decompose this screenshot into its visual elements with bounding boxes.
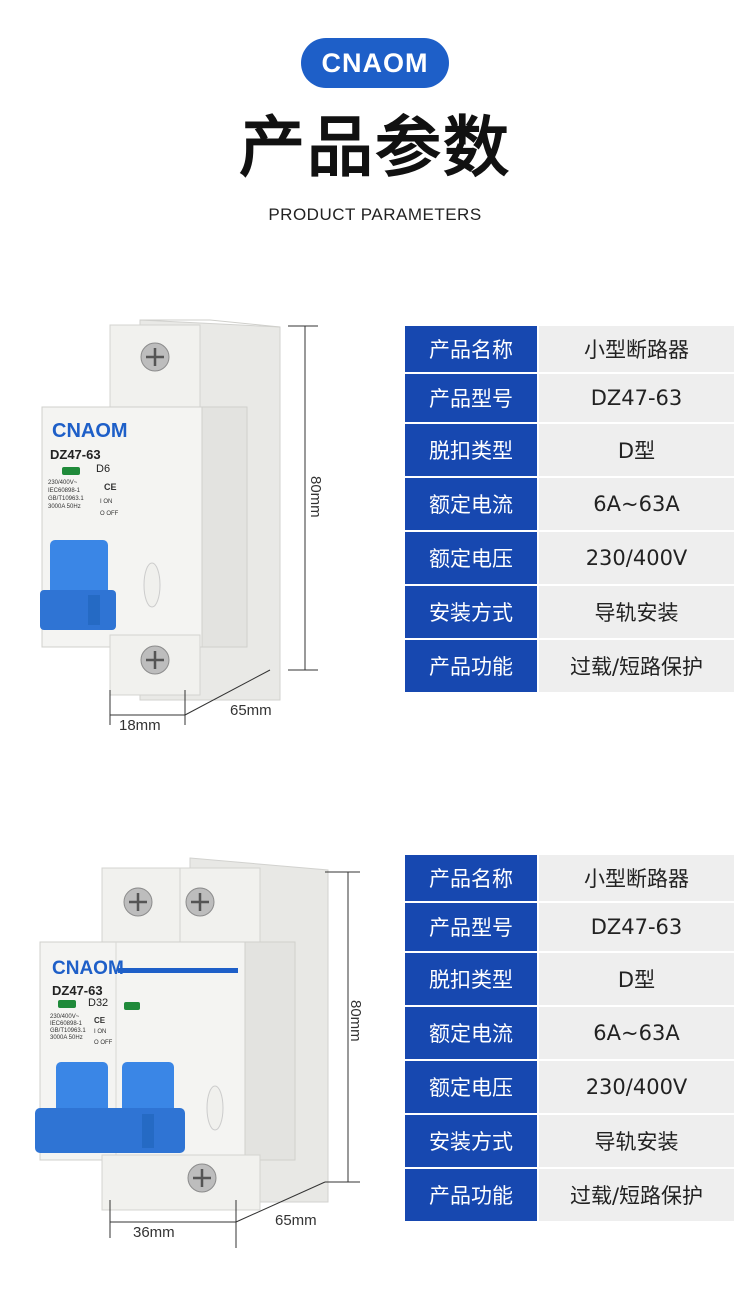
spec-key: 额定电流	[405, 478, 537, 530]
spec-key: 产品名称	[405, 855, 537, 901]
spec-row: 额定电流 6A~63A	[405, 478, 734, 530]
spec-value: 导轨安装	[537, 1115, 734, 1167]
device2-spec-line-4: 3000A 50Hz	[50, 1035, 83, 1041]
spec-value: 6A~63A	[537, 1007, 734, 1059]
dimension-lines-2	[109, 871, 360, 1248]
spec-row: 额定电流 6A~63A	[405, 1007, 734, 1059]
spec-key: 安装方式	[405, 586, 537, 638]
spec-key: 额定电压	[405, 1061, 537, 1113]
device1-on-label: I ON	[100, 499, 113, 505]
device1-off-label: O OFF	[100, 511, 119, 517]
dimension-lines-1	[109, 325, 318, 725]
device1-spec-line-4: 3000A 50Hz	[48, 504, 81, 510]
spec-key: 产品型号	[405, 903, 537, 951]
spec-value: 导轨安装	[537, 586, 734, 638]
dimension-width-1: 18mm	[119, 717, 161, 734]
spec-row: 产品名称 小型断路器	[405, 326, 734, 372]
spec-table-1: 产品名称 小型断路器 产品型号 DZ47-63 脱扣类型 D型 额定电流 6A~…	[405, 326, 734, 692]
spec-table-2: 产品名称 小型断路器 产品型号 DZ47-63 脱扣类型 D型 额定电流 6A~…	[405, 855, 734, 1221]
device2-rating: D32	[88, 997, 109, 1009]
spec-row: 安装方式 导轨安装	[405, 586, 734, 638]
spec-row: 脱扣类型 D型	[405, 953, 734, 1005]
device2-spec-line-3: GB/T10963.1	[50, 1028, 86, 1034]
device2-off-label: O OFF	[94, 1040, 113, 1046]
spec-key: 脱扣类型	[405, 953, 537, 1005]
spec-row: 额定电压 230/400V	[405, 1061, 734, 1113]
dimension-depth-2: 65mm	[275, 1212, 317, 1229]
device2-spec-line-1: 230/400V~	[50, 1014, 80, 1020]
spec-value: 230/400V	[537, 1061, 734, 1113]
spec-row: 安装方式 导轨安装	[405, 1115, 734, 1167]
spec-key: 产品功能	[405, 640, 537, 692]
device1-spec-line-2: IEC60898-1	[48, 488, 81, 494]
device1-model: DZ47-63	[50, 447, 101, 462]
spec-row: 产品功能 过载/短路保护	[405, 1169, 734, 1221]
spec-row: 产品名称 小型断路器	[405, 855, 734, 901]
spec-key: 脱扣类型	[405, 424, 537, 476]
device2-model: DZ47-63	[52, 983, 103, 998]
spec-row: 产品功能 过载/短路保护	[405, 640, 734, 692]
device2-brand: CNAOM	[52, 958, 124, 979]
spec-value: DZ47-63	[537, 903, 734, 951]
spec-value: 小型断路器	[537, 326, 734, 372]
spec-key: 产品功能	[405, 1169, 537, 1221]
spec-value: D型	[537, 424, 734, 476]
spec-row: 产品型号 DZ47-63	[405, 903, 734, 951]
spec-value: 小型断路器	[537, 855, 734, 901]
device1-spec-line-3: GB/T10963.1	[48, 496, 84, 502]
spec-value: 过载/短路保护	[537, 1169, 734, 1221]
device1-spec-line-1: 230/400V~	[48, 480, 78, 486]
dimension-width-2: 36mm	[133, 1224, 175, 1241]
spec-value: DZ47-63	[537, 374, 734, 422]
breaker-1p-image	[40, 319, 281, 701]
device1-rating: D6	[96, 463, 111, 475]
spec-key: 产品型号	[405, 374, 537, 422]
spec-key: 额定电流	[405, 1007, 537, 1059]
device1-brand: CNAOM	[52, 420, 128, 442]
spec-row: 产品型号 DZ47-63	[405, 374, 734, 422]
brand-logo: CNAOM	[301, 38, 449, 88]
device2-spec-line-2: IEC60898-1	[50, 1021, 83, 1027]
breaker-2p-image	[35, 857, 329, 1211]
spec-value: 230/400V	[537, 532, 734, 584]
spec-key: 额定电压	[405, 532, 537, 584]
spec-key: 产品名称	[405, 326, 537, 372]
dimension-height-1: 80mm	[307, 476, 324, 518]
spec-value: 6A~63A	[537, 478, 734, 530]
device1-cert: CE	[104, 482, 117, 492]
spec-row: 脱扣类型 D型	[405, 424, 734, 476]
spec-value: D型	[537, 953, 734, 1005]
device2-on-label: I ON	[94, 1029, 107, 1035]
dimension-depth-1: 65mm	[230, 702, 272, 719]
spec-row: 额定电压 230/400V	[405, 532, 734, 584]
spec-key: 安装方式	[405, 1115, 537, 1167]
device2-cert: CE	[94, 1016, 106, 1025]
page-title: 产品参数	[239, 109, 511, 186]
page-subtitle: PRODUCT PARAMETERS	[268, 205, 482, 224]
spec-value: 过载/短路保护	[537, 640, 734, 692]
dimension-height-2: 80mm	[347, 1000, 364, 1042]
